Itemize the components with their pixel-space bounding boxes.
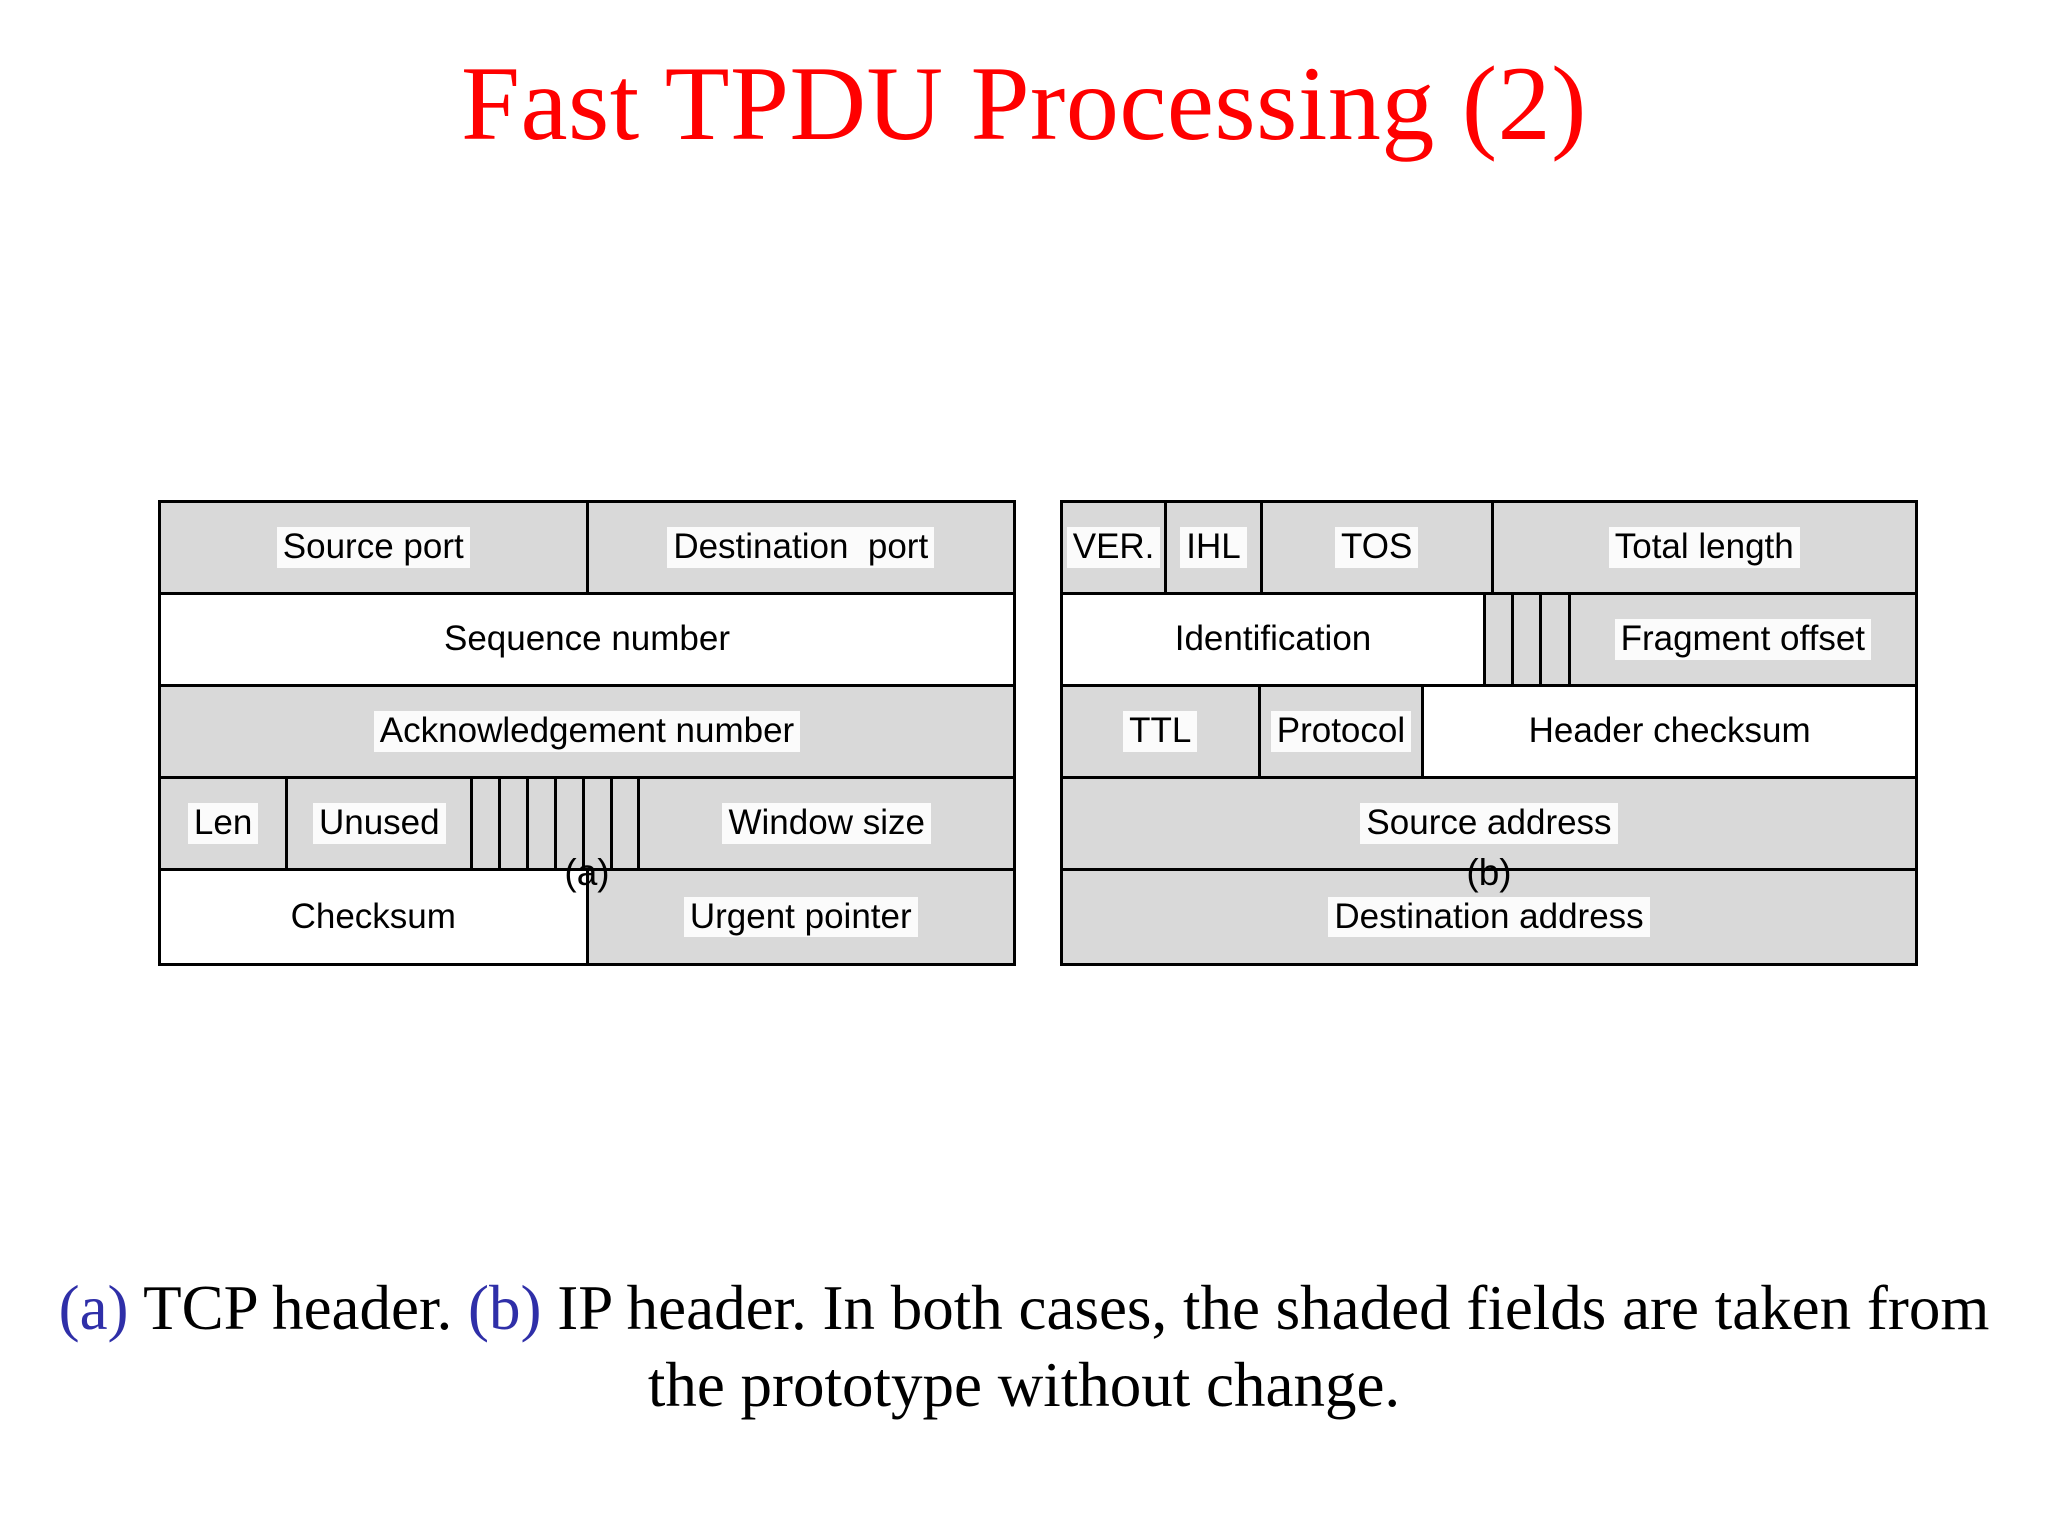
header-field-label: Urgent pointer [683,896,918,938]
header-field-row: Source port Destination port [161,503,1013,595]
header-field-label: Identification [1174,619,1372,659]
header-field-tos: TOS [1262,503,1494,592]
header-field-source-port: Source port [161,503,589,592]
header-field-row: TTL Protocol Header checksum [1063,687,1915,779]
caption-marker-b: (b) [468,1273,542,1343]
header-field-label: Acknowledgement number [373,711,801,752]
header-field-checksum: Checksum [161,871,589,963]
header-field-unused: Unused [288,779,474,868]
header-field-source-address: Source address [1063,779,1915,868]
header-field-label: TTL [1123,711,1198,752]
header-field-ttl: TTL [1063,687,1261,776]
page-title: Fast TPDU Processing (2) [461,45,1587,162]
header-field-row: Destination address [1063,871,1915,963]
header-field-identification: Identification [1063,595,1486,684]
header-flag-bit-cell [529,779,557,868]
caption-text-a: TCP header. [128,1273,468,1343]
header-flag-bit-cell [612,779,641,868]
header-field-label: Len [187,803,259,844]
header-field-window-size: Window size [640,779,1014,868]
caption-text-b: IP header. In both cases, the shaded fie… [541,1273,1990,1420]
header-field-fragment-offset: Fragment offset [1570,595,1916,684]
header-flag-bit-cell [584,779,613,868]
slide-caption: (a) TCP header. (b) IP header. In both c… [24,1270,2024,1424]
header-flag-bit-cell [501,779,530,868]
header-field-ihl: IHL [1167,503,1263,592]
header-flag-bit-cell [1514,595,1543,684]
header-field-destination-port: Destination port [588,503,1013,592]
header-field-row: Acknowledgement number [161,687,1013,779]
header-field-label: Fragment offset [1614,619,1872,660]
header-field-label: Header checksum [1528,711,1811,751]
header-field-row: Len Unused Window size [161,779,1014,871]
header-field-label: TOS [1335,527,1419,568]
header-field-label: Protocol [1270,711,1412,752]
header-field-row: VER. IHL TOS Total length [1063,503,1915,595]
header-flag-bit-cell [556,779,585,868]
header-field-header-checksum: Header checksum [1424,687,1915,776]
header-field-label: Destination address [1328,896,1650,938]
caption-marker-a: (a) [58,1273,129,1343]
header-field-label: Total length [1608,527,1800,568]
header-field-label: Sequence number [443,619,731,659]
header-field-row: Identification Fragment offset [1063,595,1916,687]
header-field-row: Sequence number [161,595,1013,687]
figure-caption-b: (b) [1466,852,1512,893]
header-field-label: Destination port [667,527,935,568]
header-field-ver: VER. [1063,503,1168,592]
header-field-label: Checksum [290,896,456,936]
header-field-row: Source address [1063,779,1915,871]
header-field-urgent-pointer: Urgent pointer [588,871,1013,963]
header-field-label: Source port [276,527,470,568]
header-field-label: Unused [312,803,446,844]
header-field-len: Len [161,779,289,868]
header-field-protocol: Protocol [1260,687,1425,776]
header-flag-bit-cell [473,779,502,868]
header-field-row: Checksum Urgent pointer [161,871,1013,963]
header-field-destination-address: Destination address [1063,871,1915,963]
header-flag-bit-cell [1486,595,1515,684]
header-field-label: IHL [1180,527,1247,568]
header-field-acknowledgement-number: Acknowledgement number [161,687,1013,776]
header-field-label: Source address [1360,803,1618,844]
header-flag-bit-cell [1542,595,1571,684]
header-field-sequence-number: Sequence number [161,595,1013,684]
header-field-label: VER. [1066,527,1161,568]
header-field-total-length: Total length [1493,503,1915,592]
figure-caption-a: (a) [564,852,610,893]
header-field-label: Window size [722,803,931,844]
